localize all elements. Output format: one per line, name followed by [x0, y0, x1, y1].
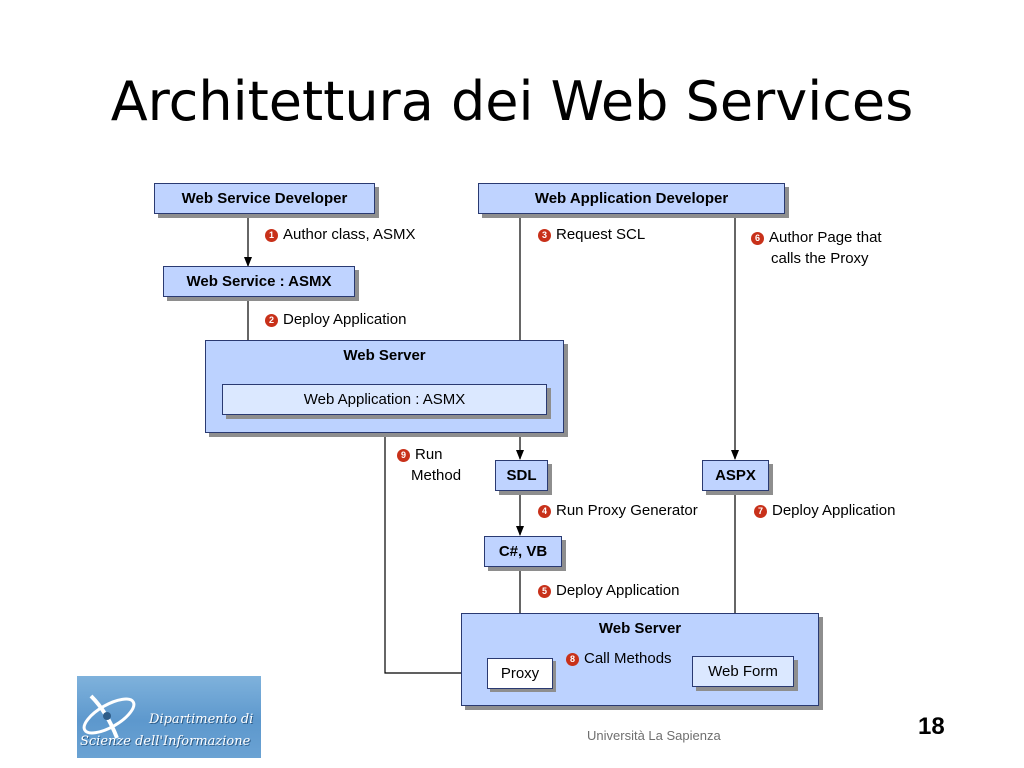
- page-number: 18: [918, 713, 945, 740]
- web-form-label: Web Form: [708, 663, 778, 680]
- logo-line-1: Dipartimento di: [149, 712, 254, 727]
- sdl-label: SDL: [506, 467, 537, 484]
- step-1-label: 1 Author class, ASMX: [265, 224, 416, 245]
- step-8-text: Call Methods: [584, 650, 672, 667]
- step-3-text: Request SCL: [556, 226, 646, 243]
- step-6-text-line1: Author Page that: [769, 229, 882, 246]
- step-3-label: 3 Request SCL: [538, 224, 645, 245]
- step-2-label: 2 Deploy Application: [265, 309, 406, 330]
- web-server-1-label: Web Server: [343, 347, 426, 364]
- step-2-badge: 2: [265, 314, 278, 327]
- web-application-developer-box: Web Application Developer: [478, 183, 785, 214]
- step-9-badge: 9: [397, 449, 410, 462]
- web-service-asmx-box: Web Service : ASMX: [163, 266, 355, 297]
- web-application-developer-label: Web Application Developer: [534, 190, 729, 207]
- step-4-badge: 4: [538, 505, 551, 518]
- step-8-label: 8 Call Methods: [566, 648, 672, 669]
- sdl-box: SDL: [495, 460, 548, 491]
- step-5-badge: 5: [538, 585, 551, 598]
- step-1-badge: 1: [265, 229, 278, 242]
- step-7-label: 7 Deploy Application: [754, 500, 895, 521]
- web-service-developer-box: Web Service Developer: [154, 183, 375, 214]
- step-4-label: 4 Run Proxy Generator: [538, 500, 698, 521]
- step-7-badge: 7: [754, 505, 767, 518]
- step-4-text: Run Proxy Generator: [556, 502, 698, 519]
- web-application-asmx-box: Web Application : ASMX: [222, 384, 547, 415]
- step-6-text-line2: calls the Proxy: [771, 250, 869, 267]
- csharp-vb-label: C#, VB: [498, 543, 548, 560]
- department-logo: Dipartimento di Scienze dell'Informazion…: [77, 676, 261, 758]
- step-9-text-line1: Run: [415, 446, 443, 463]
- proxy-box: Proxy: [487, 658, 553, 689]
- web-form-box: Web Form: [692, 656, 794, 687]
- proxy-label: Proxy: [500, 665, 540, 682]
- csharp-vb-box: C#, VB: [484, 536, 562, 567]
- arrow-run-method: [381, 416, 487, 674]
- web-service-developer-label: Web Service Developer: [181, 190, 348, 207]
- step-3-badge: 3: [538, 229, 551, 242]
- step-1-text: Author class, ASMX: [283, 226, 416, 243]
- web-service-asmx-label: Web Service : ASMX: [186, 273, 332, 290]
- slide-title: Architettura dei Web Services: [110, 70, 914, 133]
- web-server-2-label: Web Server: [598, 620, 682, 637]
- step-5-label: 5 Deploy Application: [538, 580, 679, 601]
- step-6-label: 6 Author Page that calls the Proxy: [751, 227, 882, 269]
- aspx-box: ASPX: [702, 460, 769, 491]
- step-8-badge: 8: [566, 653, 579, 666]
- aspx-label: ASPX: [715, 467, 756, 484]
- logo-line-2: Scienze dell'Informazione: [80, 734, 251, 749]
- step-6-badge: 6: [751, 232, 764, 245]
- web-application-asmx-label: Web Application : ASMX: [303, 391, 466, 408]
- step-5-text: Deploy Application: [556, 582, 680, 599]
- footer-university: Università La Sapienza: [587, 728, 721, 743]
- step-7-text: Deploy Application: [772, 502, 896, 519]
- step-2-text: Deploy Application: [283, 311, 407, 328]
- logo-emblem-icon: [82, 694, 136, 739]
- step-9-text-line2: Method: [411, 467, 462, 484]
- step-9-label: 9 Run Method: [397, 444, 461, 486]
